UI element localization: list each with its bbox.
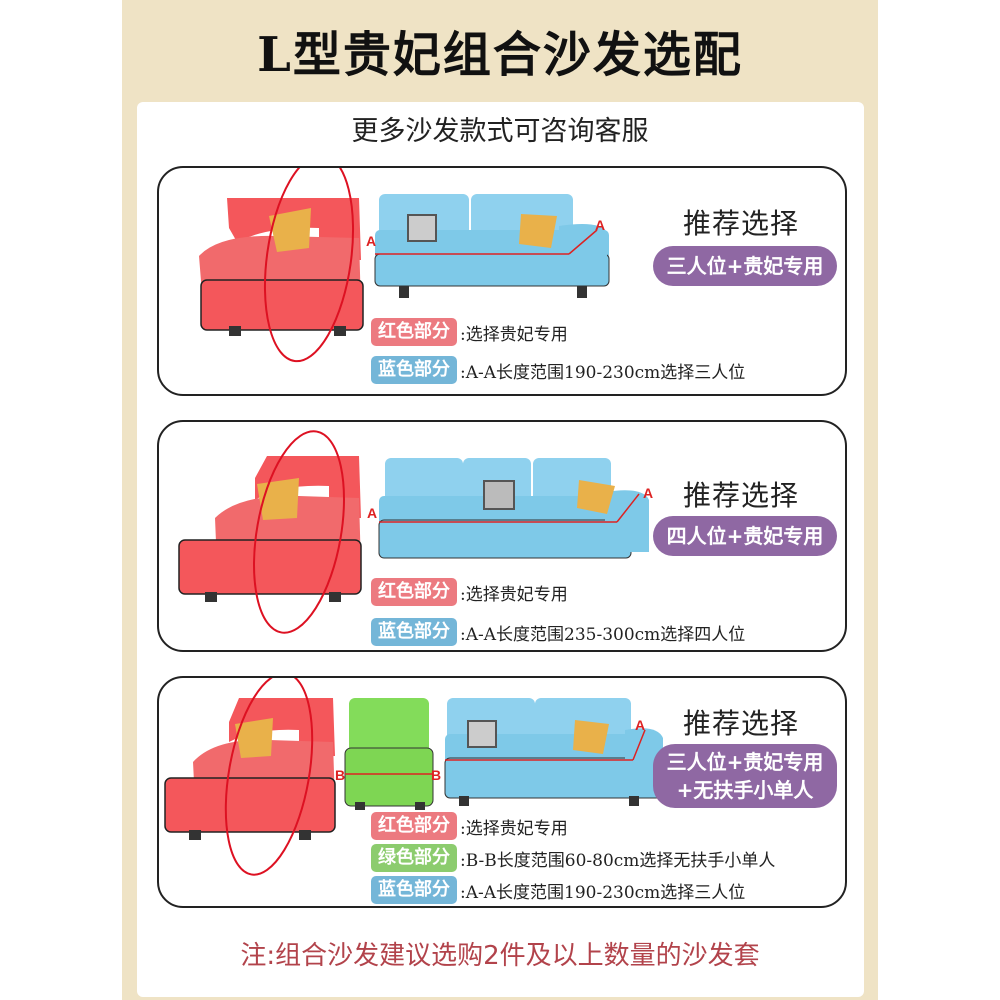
legend-red-3: 红色部分 :选择贵妃专用 bbox=[371, 812, 568, 840]
red-chaise-section bbox=[178, 430, 362, 634]
recommend-pill-2: 四人位+贵妃专用 bbox=[653, 516, 837, 556]
legend-red-2: 红色部分 :选择贵妃专用 bbox=[371, 578, 568, 606]
pill-line: 四人位+贵妃专用 bbox=[666, 524, 824, 548]
sofa-illustration-3: B B A bbox=[164, 678, 664, 876]
recommend-label-1: 推荐选择 bbox=[683, 207, 800, 240]
marker-a-right: A bbox=[643, 485, 653, 501]
legend-blue-2: 蓝色部分 :A-A长度范围235-300cm选择四人位 bbox=[371, 618, 745, 646]
red-chaise-section bbox=[199, 168, 364, 363]
legend-text: :A-A长度范围190-230cm选择三人位 bbox=[460, 362, 746, 383]
recommend-pill-3: 三人位+贵妃专用 +无扶手小单人 bbox=[653, 744, 837, 808]
recommend-pill-1: 三人位+贵妃专用 bbox=[653, 246, 837, 286]
pillow-icon bbox=[269, 208, 311, 252]
legend-text: :A-A长度范围235-300cm选择四人位 bbox=[460, 624, 746, 645]
legend-blue-3: 蓝色部分 :A-A长度范围190-230cm选择三人位 bbox=[371, 876, 745, 904]
legend-text: :选择贵妃专用 bbox=[460, 324, 568, 345]
pillow-icon bbox=[235, 718, 273, 758]
sofa-illustration-1: A A bbox=[199, 168, 610, 363]
marker-a-right: A bbox=[595, 217, 605, 233]
legend-text: :选择贵妃专用 bbox=[460, 584, 568, 605]
legend-blue-1: 蓝色部分 :A-A长度范围190-230cm选择三人位 bbox=[371, 356, 745, 384]
sofa-illustration-2: A A bbox=[178, 430, 653, 634]
option-card-2: A A 推荐选择 四人位+贵妃专用 红色部分 :选择贵妃专用 蓝色部分 :A-A… bbox=[157, 420, 847, 652]
legend-green-3: 绿色部分 :B-B长度范围60-80cm选择无扶手小单人 bbox=[371, 844, 775, 872]
legend-tag: 蓝色部分 bbox=[371, 618, 457, 646]
green-armless-section: B B bbox=[335, 698, 441, 810]
option-card-3: B B A 推荐选择 三人位+贵妃专用 +无扶手小单人 红色部分 :选择贵妃专用… bbox=[157, 676, 847, 908]
option-card-1: A A 推荐选择 三人位+贵妃专用 红色部分 :选择贵妃专用 蓝色部分 :A-A… bbox=[157, 166, 847, 396]
blue-sofa-section: A bbox=[444, 698, 664, 806]
recommend-label-3: 推荐选择 bbox=[683, 707, 800, 740]
pill-line: 三人位+贵妃专用 bbox=[666, 750, 824, 774]
legend-text: :A-A长度范围190-230cm选择三人位 bbox=[460, 882, 746, 903]
legend-tag: 蓝色部分 bbox=[371, 876, 457, 904]
legend-text: :B-B长度范围60-80cm选择无扶手小单人 bbox=[460, 850, 776, 871]
recommend-label-2: 推荐选择 bbox=[683, 479, 800, 512]
subtitle: 更多沙发款式可咨询客服 bbox=[351, 116, 649, 147]
marker-a-left: A bbox=[366, 233, 376, 249]
marker-a-right: A bbox=[635, 717, 645, 733]
red-chaise-section bbox=[164, 678, 336, 876]
footer-note: 注:组合沙发建议选购2件及以上数量的沙发套 bbox=[240, 941, 760, 971]
legend-tag: 红色部分 bbox=[371, 578, 457, 606]
legend-tag: 红色部分 bbox=[371, 318, 457, 346]
blue-sofa-section: A A bbox=[367, 458, 653, 559]
legend-text: :选择贵妃专用 bbox=[460, 818, 568, 839]
marker-b-right: B bbox=[431, 767, 441, 783]
legend-tag: 红色部分 bbox=[371, 812, 457, 840]
marker-b-left: B bbox=[335, 767, 345, 783]
legend-tag: 绿色部分 bbox=[371, 844, 457, 872]
legend-tag: 蓝色部分 bbox=[371, 356, 457, 384]
pill-line: 三人位+贵妃专用 bbox=[666, 254, 824, 278]
marker-a-left: A bbox=[367, 505, 377, 521]
page-title: L型贵妃组合沙发选配 bbox=[257, 27, 743, 83]
legend-red-1: 红色部分 :选择贵妃专用 bbox=[371, 318, 568, 346]
blue-sofa-section: A A bbox=[366, 194, 610, 298]
pill-line: +无扶手小单人 bbox=[676, 778, 814, 802]
